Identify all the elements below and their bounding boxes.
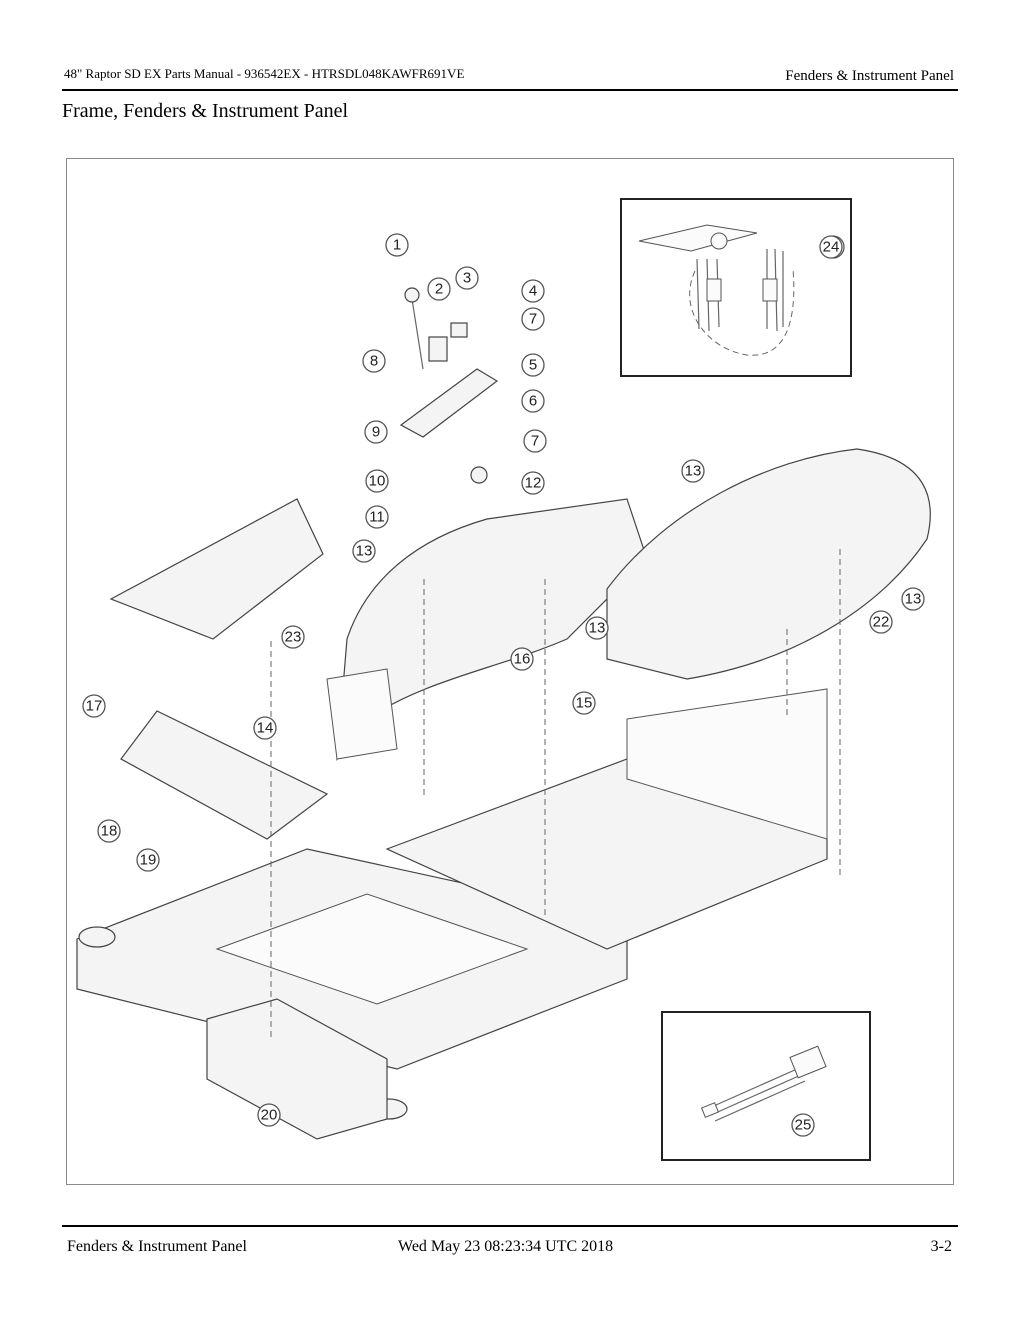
- svg-text:23: 23: [285, 629, 302, 646]
- svg-text:19: 19: [140, 852, 157, 869]
- svg-text:1: 1: [393, 237, 401, 254]
- callout-3: 3: [455, 266, 479, 290]
- svg-text:7: 7: [529, 311, 537, 328]
- svg-text:14: 14: [257, 720, 274, 737]
- parts-diagram: 1 2 3 4 7 8 5 6 9 7 10 12 11 13 13 13 13…: [66, 158, 954, 1185]
- svg-text:20: 20: [261, 1107, 278, 1124]
- svg-text:25: 25: [795, 1117, 812, 1134]
- svg-text:3: 3: [463, 270, 471, 287]
- callout-4: 4: [521, 279, 545, 303]
- fender-drawing: [326, 448, 931, 762]
- svg-text:4: 4: [529, 283, 537, 300]
- callout-19: 19: [136, 848, 160, 872]
- svg-text:9: 9: [372, 424, 380, 441]
- header-section: Fenders & Instrument Panel: [785, 68, 954, 84]
- svg-text:11: 11: [369, 509, 385, 526]
- svg-text:17: 17: [86, 698, 103, 715]
- footer-timestamp: Wed May 23 08:23:34 UTC 2018: [398, 1238, 614, 1255]
- callout-20: 20: [257, 1103, 281, 1127]
- callout-12: 12: [521, 471, 545, 495]
- svg-text:18: 18: [101, 823, 118, 840]
- svg-text:12: 12: [525, 475, 542, 492]
- header-manual-id: 48" Raptor SD EX Parts Manual - 936542EX…: [64, 66, 465, 81]
- wire-harness-drawing: [638, 224, 795, 356]
- page-title: Frame, Fenders & Instrument Panel: [62, 100, 349, 122]
- callout-23: 23: [281, 625, 305, 649]
- svg-text:13: 13: [685, 463, 702, 480]
- callout-14: 14: [253, 716, 277, 740]
- svg-text:10: 10: [369, 473, 386, 490]
- svg-text:6: 6: [529, 393, 537, 410]
- svg-text:13: 13: [356, 543, 373, 560]
- svg-text:5: 5: [529, 357, 537, 374]
- side-panel-drawing: [109, 498, 329, 840]
- callout-25: 25: [791, 1113, 815, 1137]
- svg-text:2: 2: [435, 281, 443, 298]
- callout-6: 6: [521, 389, 545, 413]
- callout-8: 8: [362, 349, 386, 373]
- callout-13b: 13: [352, 539, 376, 563]
- callout-22: 22: [869, 610, 893, 634]
- svg-text:13: 13: [905, 591, 922, 608]
- mower-frame-drawing: [76, 688, 828, 1140]
- svg-text:22: 22: [873, 614, 890, 631]
- svg-text:24: 24: [823, 239, 840, 256]
- callout-7b: 7: [523, 429, 547, 453]
- header-rule: [62, 89, 958, 91]
- svg-text:7: 7: [531, 433, 539, 450]
- instrument-panel-drawing: [399, 287, 499, 484]
- callout-2: 2: [427, 277, 451, 301]
- footer-section: Fenders & Instrument Panel: [67, 1238, 247, 1255]
- callout-5: 5: [521, 353, 545, 377]
- callout-17: 17: [82, 694, 106, 718]
- callout-11: 11: [365, 505, 389, 529]
- callout-13a: 13: [681, 459, 705, 483]
- callout-13d: 13: [901, 587, 925, 611]
- callout-16: 16: [510, 647, 534, 671]
- svg-text:16: 16: [514, 651, 531, 668]
- callout-18: 18: [97, 819, 121, 843]
- callout-7: 7: [521, 307, 545, 331]
- cable-drawing: [700, 1045, 827, 1122]
- inset-box-cable: [661, 1011, 871, 1161]
- footer-page-number: 3-2: [930, 1238, 952, 1255]
- callout-15: 15: [572, 691, 596, 715]
- callout-10: 10: [365, 469, 389, 493]
- footer-rule: [62, 1225, 958, 1227]
- inset-box-harness: [620, 198, 852, 377]
- callout-1: 1: [385, 233, 409, 257]
- callout-13c: 13: [585, 616, 609, 640]
- svg-text:8: 8: [370, 353, 378, 370]
- svg-text:15: 15: [576, 695, 593, 712]
- callout-24: 24: [819, 235, 843, 259]
- callout-9: 9: [364, 420, 388, 444]
- svg-text:13: 13: [589, 620, 606, 637]
- assembly-lines: [270, 549, 841, 1039]
